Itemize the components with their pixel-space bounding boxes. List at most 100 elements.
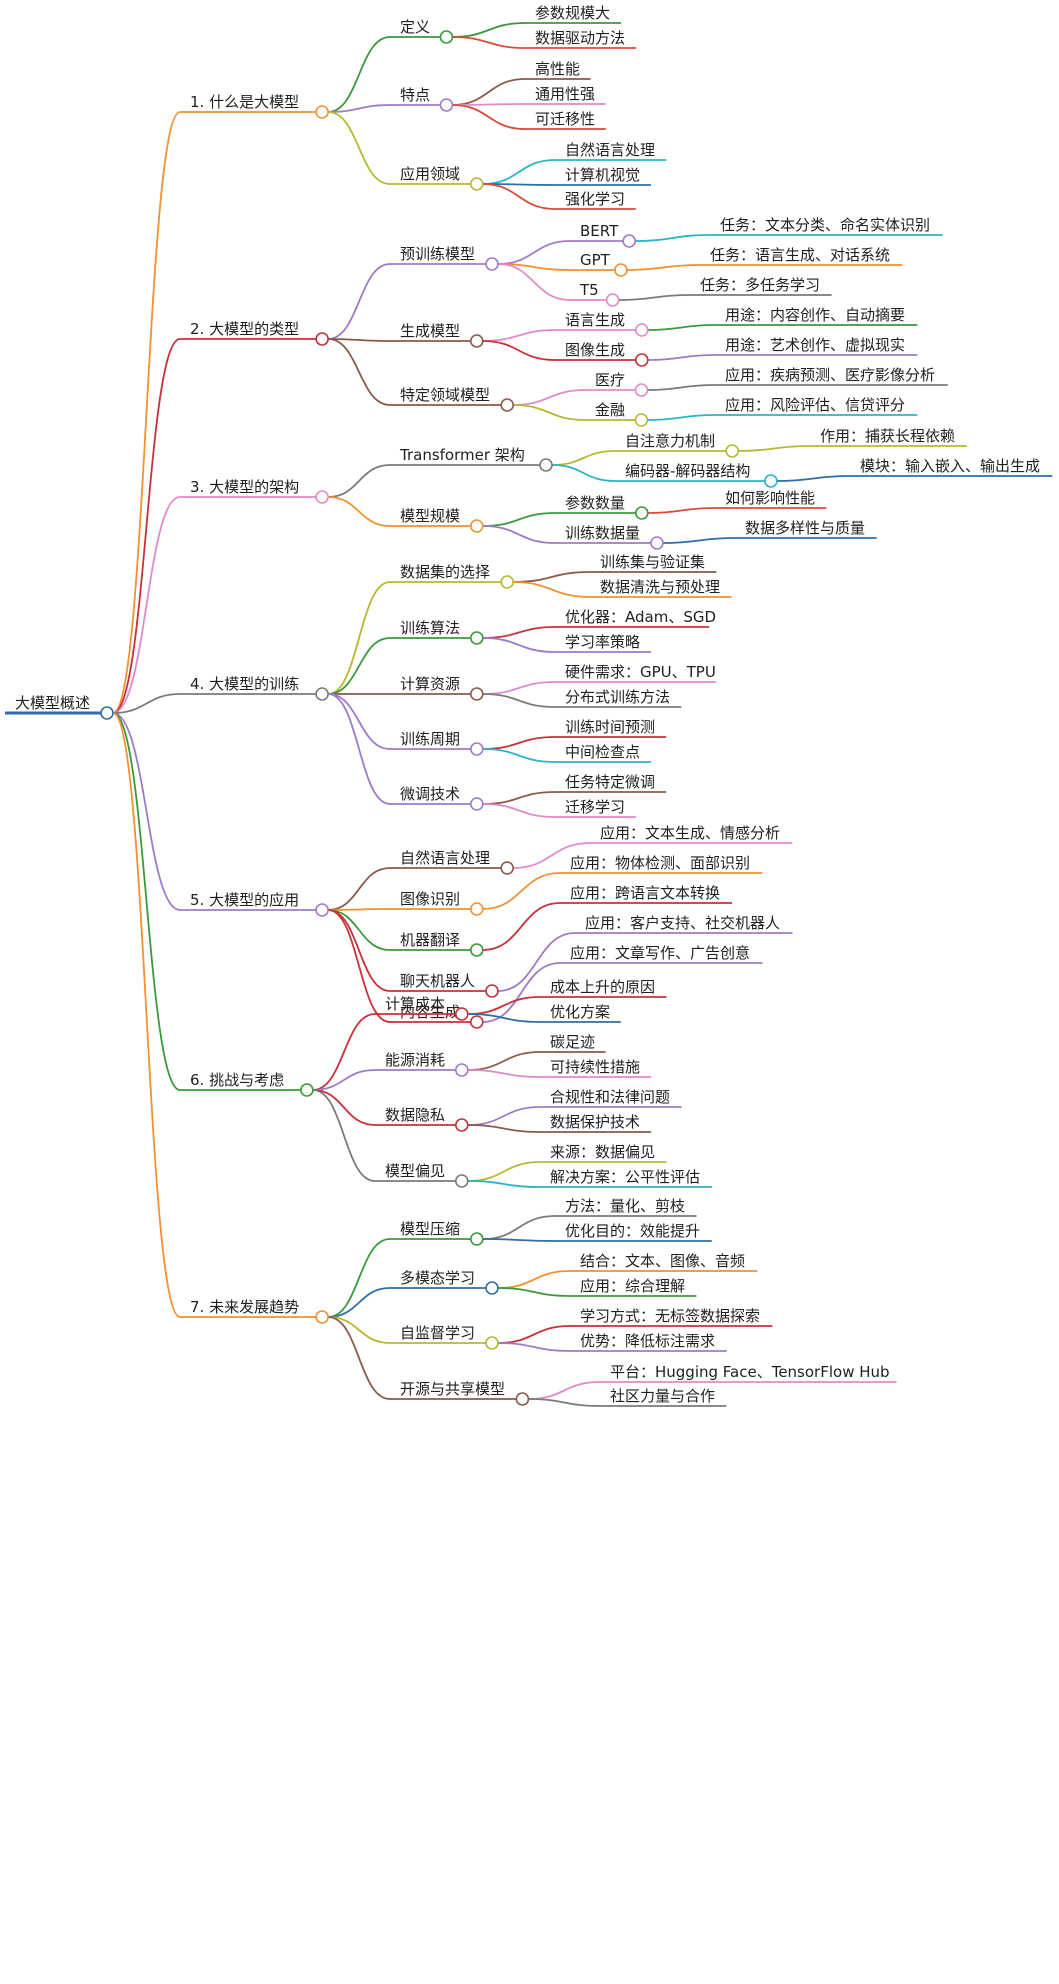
node-2-2[interactable]: 生成模型 [390,322,484,348]
node-7-2-2[interactable]: 应用：综合理解 [570,1277,697,1297]
node-5-1-1[interactable]: 应用：文本生成、情感分析 [590,824,793,844]
node-3-2[interactable]: 模型规模 [390,507,484,533]
node-4-2[interactable]: 训练算法 [390,619,484,645]
node-7-4[interactable]: 开源与共享模型 [390,1380,530,1406]
node-2-1-2-1[interactable]: 任务：语言生成、对话系统 [700,246,903,266]
node-3-1-2-1[interactable]: 模块：输入嵌入、输出生成 [850,457,1053,477]
node-5-4[interactable]: 聊天机器人 [390,972,499,998]
node-4-1-1[interactable]: 训练集与验证集 [590,553,717,573]
node-6-2-toggle-dot[interactable] [454,1063,469,1077]
branch-5[interactable]: 5. 大模型的应用 [180,891,329,917]
node-5-2-1[interactable]: 应用：物体检测、面部识别 [560,854,763,874]
node-1-2-2[interactable]: 通用性强 [525,85,606,105]
node-1-3-2[interactable]: 计算机视觉 [555,166,651,186]
node-3-1-toggle-dot[interactable] [539,458,553,472]
node-1-3-1[interactable]: 自然语言处理 [555,141,667,161]
node-3-2-2[interactable]: 训练数据量 [555,524,664,550]
node-2-2-toggle-dot[interactable] [469,334,484,348]
branch-7-toggle-dot[interactable] [315,1310,329,1324]
branch-6[interactable]: 6. 挑战与考虑 [180,1071,314,1097]
node-7-3-toggle-dot[interactable] [485,1336,499,1350]
node-4-5-toggle-dot[interactable] [469,797,484,811]
node-6-3[interactable]: 数据隐私 [375,1106,469,1132]
node-6-2[interactable]: 能源消耗 [375,1051,469,1077]
node-2-2-1[interactable]: 语言生成 [555,311,649,337]
node-3-1[interactable]: Transformer 架构 [390,446,553,472]
branch-4[interactable]: 4. 大模型的训练 [180,675,329,701]
branch-3[interactable]: 3. 大模型的架构 [180,478,329,504]
node-5-4-toggle-dot[interactable] [485,984,499,998]
node-4-4-1[interactable]: 训练时间预测 [555,718,667,738]
node-1-3-3[interactable]: 强化学习 [555,190,636,210]
node-2-3-1[interactable]: 医疗 [585,371,649,397]
node-6-1-1[interactable]: 成本上升的原因 [540,978,667,998]
node-6-2-2[interactable]: 可持续性措施 [540,1058,652,1078]
node-2-3-2[interactable]: 金融 [585,401,649,427]
node-7-2-1[interactable]: 结合：文本、图像、音频 [570,1252,758,1272]
node-2-2-2-toggle-dot[interactable] [634,353,649,367]
node-2-3-2-toggle-dot[interactable] [634,413,649,427]
node-6-2-1[interactable]: 碳足迹 [540,1033,606,1053]
node-2-1-2[interactable]: GPT [570,251,628,277]
branch-3-toggle-dot[interactable] [315,490,329,504]
node-2-2-1-1[interactable]: 用途：内容创作、自动摘要 [715,306,918,326]
node-5-1-toggle-dot[interactable] [500,861,515,875]
node-2-3-1-toggle-dot[interactable] [634,383,649,397]
node-5-5[interactable]: 内容生成 [390,1003,484,1029]
node-3-2-2-toggle-dot[interactable] [650,536,664,550]
node-4-4[interactable]: 训练周期 [390,730,484,756]
node-2-3[interactable]: 特定领域模型 [390,386,515,412]
node-7-3-1[interactable]: 学习方式：无标签数据探索 [570,1307,773,1327]
node-4-2-1[interactable]: 优化器：Adam、SGD [555,608,716,628]
node-6-1-2[interactable]: 优化方案 [540,1003,621,1023]
node-5-5-1[interactable]: 应用：文章写作、广告创意 [560,944,763,964]
node-3-1-2[interactable]: 编码器-解码器结构 [615,462,778,488]
branch-2[interactable]: 2. 大模型的类型 [180,320,329,346]
node-1-2-3[interactable]: 可迁移性 [525,110,606,130]
node-6-3-1[interactable]: 合规性和法律问题 [540,1088,682,1108]
branch-1-toggle-dot[interactable] [315,105,329,119]
node-3-2-1-toggle-dot[interactable] [634,506,649,520]
node-6-4-2[interactable]: 解决方案：公平性评估 [540,1168,712,1188]
node-4-5[interactable]: 微调技术 [390,785,484,811]
node-5-1[interactable]: 自然语言处理 [390,849,515,875]
node-4-2-2[interactable]: 学习率策略 [555,633,651,653]
node-1-1-toggle-dot[interactable] [439,30,454,44]
node-4-4-toggle-dot[interactable] [469,742,484,756]
node-2-3-1-1[interactable]: 应用：疾病预测、医疗影像分析 [715,366,948,386]
node-3-1-1-toggle-dot[interactable] [725,444,740,458]
node-2-1-toggle-dot[interactable] [485,257,499,271]
node-6-4-1[interactable]: 来源：数据偏见 [540,1143,667,1163]
node-6-1[interactable]: 计算成本 [375,995,469,1021]
node-2-1-3[interactable]: T5 [570,281,620,307]
node-7-1-toggle-dot[interactable] [469,1232,484,1246]
node-5-2-toggle-dot[interactable] [469,902,484,916]
node-4-2-toggle-dot[interactable] [469,631,484,645]
node-3-2-1[interactable]: 参数数量 [555,494,649,520]
node-4-1[interactable]: 数据集的选择 [390,563,515,589]
node-4-1-2[interactable]: 数据清洗与预处理 [590,578,732,598]
node-2-1-1-toggle-dot[interactable] [622,234,637,248]
node-2-1[interactable]: 预训练模型 [390,245,499,271]
node-4-5-2[interactable]: 迁移学习 [555,798,636,818]
node-6-4[interactable]: 模型偏见 [375,1162,469,1188]
node-4-3-1[interactable]: 硬件需求：GPU、TPU [555,663,716,683]
node-2-1-1[interactable]: BERT [570,222,637,248]
node-7-2[interactable]: 多模态学习 [390,1269,499,1295]
node-1-1-1[interactable]: 参数规模大 [525,4,621,24]
node-7-4-toggle-dot[interactable] [515,1392,530,1406]
branch-4-toggle-dot[interactable] [315,687,329,701]
node-4-3[interactable]: 计算资源 [390,675,484,701]
node-5-4-1[interactable]: 应用：客户支持、社交机器人 [575,914,793,934]
node-2-1-3-toggle-dot[interactable] [605,293,620,307]
branch-6-toggle-dot[interactable] [300,1083,314,1097]
node-2-1-2-toggle-dot[interactable] [614,263,628,277]
node-2-1-3-1[interactable]: 任务：多任务学习 [690,276,832,296]
node-2-2-2[interactable]: 图像生成 [555,341,649,367]
node-6-4-toggle-dot[interactable] [454,1174,469,1188]
node-3-1-1[interactable]: 自注意力机制 [615,432,740,458]
node-4-1-toggle-dot[interactable] [500,575,515,589]
node-2-1-1-1[interactable]: 任务：文本分类、命名实体识别 [710,216,943,236]
branch-7[interactable]: 7. 未来发展趋势 [180,1298,329,1324]
node-6-3-toggle-dot[interactable] [454,1118,469,1132]
